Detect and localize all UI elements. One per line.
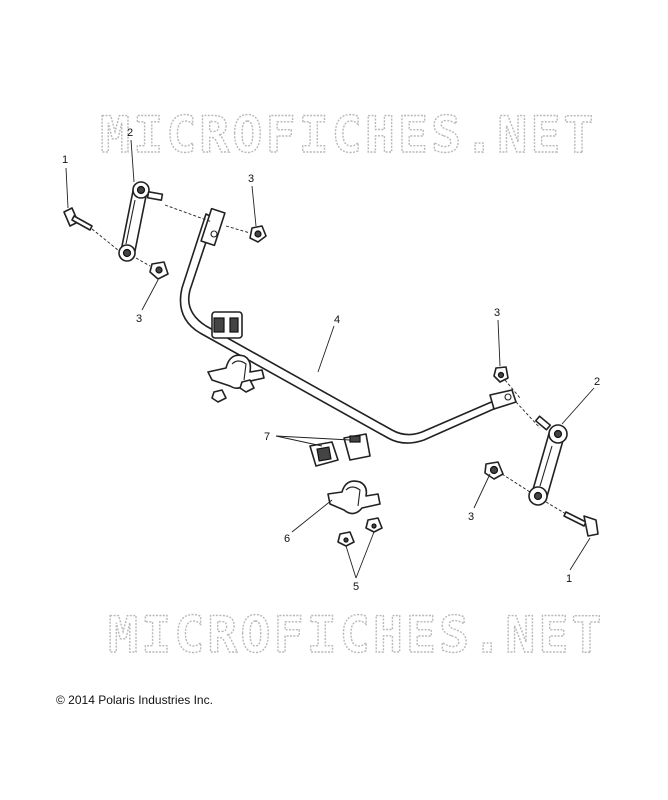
callout-3-bottom-right: 3: [468, 511, 474, 523]
callout-5: 5: [353, 581, 359, 593]
callout-3-top-left: 3: [248, 173, 254, 185]
callout-1-left: 1: [62, 154, 68, 166]
left-link-assembly: [63, 181, 267, 280]
copyright-notice: © 2014 Polaris Industries Inc.: [56, 693, 213, 707]
callout-1-right: 1: [566, 573, 572, 585]
callout-6: 6: [284, 533, 290, 545]
bar-bushing: [211, 311, 243, 339]
nut-bottom-right: [484, 461, 504, 480]
stabilizer-bar: [179, 207, 517, 444]
bushings: [309, 433, 371, 467]
callout-2-right: 2: [594, 376, 600, 388]
nut-top-left: [249, 225, 267, 243]
right-bolt: [563, 511, 599, 537]
callout-3-bottom-left: 3: [136, 313, 142, 325]
right-link-assembly: [484, 366, 599, 537]
callout-3-top-right: 3: [494, 307, 500, 319]
callout-2-left: 2: [127, 127, 133, 139]
left-bolt: [63, 207, 93, 231]
lower-bracket: [327, 480, 381, 515]
upper-bracket: [207, 354, 265, 403]
leader-lines: [65, 139, 595, 579]
nut-bottom-left: [149, 261, 169, 280]
flange-nuts: [337, 517, 383, 547]
nut-top-right: [493, 366, 509, 383]
watermark-top: MICROFICHES.NET: [100, 106, 597, 164]
callout-7: 7: [264, 431, 270, 443]
callout-4: 4: [334, 314, 340, 326]
watermark-bottom: MICROFICHES.NET: [108, 606, 605, 664]
